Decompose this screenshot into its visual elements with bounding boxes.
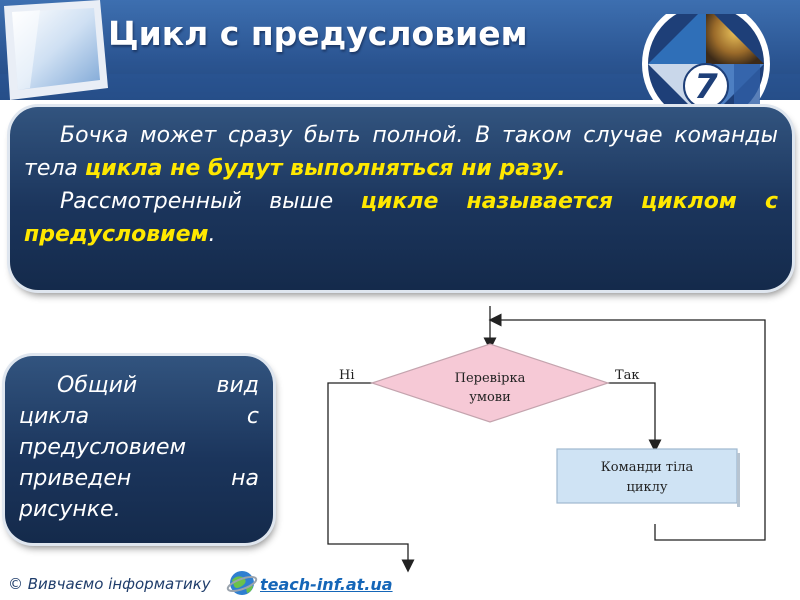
paragraph-1: Бочка может сразу быть полной. В таком с… <box>24 119 778 185</box>
description-box: Бочка может сразу быть полной. В таком с… <box>10 107 792 290</box>
badge-number: 7 <box>694 67 718 107</box>
paragraph-2: Рассмотренный выше цикле называется цикл… <box>24 185 778 251</box>
body-box <box>556 448 738 504</box>
copyright-text: © Вивчаємо інформатику <box>8 575 211 593</box>
body-line-1: Команди тіла <box>601 460 694 475</box>
p2-highlight: цикле называется циклом с предусловием <box>24 189 778 247</box>
globe-icon <box>226 571 258 595</box>
condition-diamond <box>370 343 610 423</box>
condition-line-1: Перевірка <box>455 371 526 386</box>
loop-back-arrow <box>488 313 766 541</box>
no-branch-line <box>327 382 415 573</box>
slide-title: Цикл с предусловием <box>108 14 528 53</box>
textbook-badge-icon: 7 <box>642 14 770 112</box>
p2-plain: Рассмотренный выше <box>60 189 361 214</box>
body-line-2: циклу <box>626 480 667 495</box>
body-box-shadow <box>737 453 740 507</box>
general-view-box: Общий вид цикла с предусловием приведен … <box>5 356 273 543</box>
yes-branch-line <box>608 382 662 453</box>
site-link[interactable]: teach-inf.at.ua <box>260 575 393 594</box>
footer: © Вивчаємо інформатику teach-inf.at.ua <box>8 571 428 598</box>
condition-line-2: умови <box>469 390 511 405</box>
general-view-text: Общий вид цикла с предусловием приведен … <box>19 373 259 522</box>
p1-plain: Бочка может сразу быть полной. В таком с… <box>24 123 778 181</box>
no-label: Ні <box>339 368 355 383</box>
p1-highlight: цикла не будут выполняться ни разу. <box>84 156 566 181</box>
monitor-icon <box>4 0 108 100</box>
yes-label: Так <box>615 368 640 383</box>
p2-period: . <box>208 222 216 247</box>
loop-flowchart: Перевірка умови Ні Так Команди тіла цикл… <box>327 306 766 573</box>
